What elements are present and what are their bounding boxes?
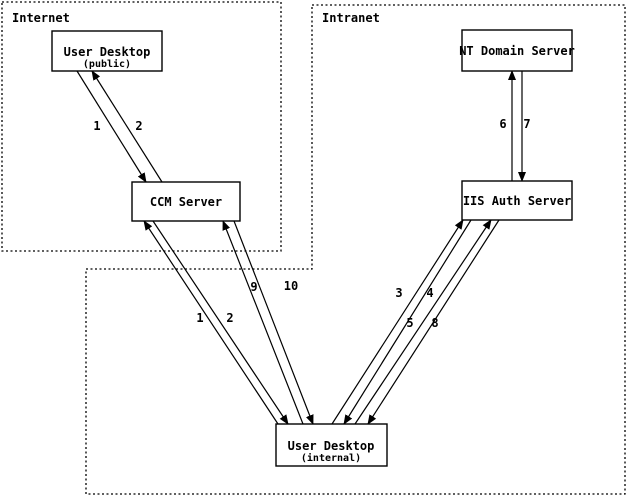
node-box-user-desktop-public	[51, 30, 163, 72]
node-box-user-desktop-internal	[275, 423, 388, 467]
edge-label-3: 3	[395, 286, 402, 300]
edge-1-user-desktop-public-to-ccm-server	[76, 70, 147, 183]
node-title-iis-auth-server: IIS Auth Server	[463, 194, 571, 208]
edge-label-10: 10	[284, 279, 298, 293]
edge-label-2-public: 2	[135, 119, 142, 133]
node-title-user-desktop-public: User Desktop	[64, 45, 151, 59]
edge-10-ccm-server-to-user-desktop-internal	[233, 220, 314, 425]
edge-9-user-desktop-internal-to-ccm-server	[222, 220, 304, 425]
node-box-iis-auth-server	[461, 180, 573, 221]
node-title-nt-domain-server: NT Domain Server	[459, 44, 575, 58]
node-subtitle-user-desktop-internal: (internal)	[301, 452, 361, 464]
zone-intranet-label: Intranet	[322, 11, 380, 25]
edge-label-2-internal: 2	[226, 311, 233, 325]
edge-label-9: 9	[250, 280, 257, 294]
node-user-desktop-internal: User Desktop (internal)	[275, 423, 388, 467]
edge-label-1-public: 1	[93, 119, 100, 133]
edge-label-7: 7	[523, 117, 530, 131]
edge-2-ccm-server-to-user-desktop-internal	[152, 220, 289, 425]
edge-label-5: 5	[406, 316, 413, 330]
node-title-ccm-server: CCM Server	[150, 195, 222, 209]
node-user-desktop-public: User Desktop (public)	[51, 30, 163, 72]
edge-8-iis-auth-server-to-user-desktop-internal	[367, 219, 500, 425]
edge-1-user-desktop-internal-to-ccm-server	[143, 220, 279, 425]
node-box-ccm-server	[131, 181, 241, 222]
node-title-user-desktop-internal: User Desktop	[288, 439, 375, 453]
edge-3-user-desktop-internal-to-iis-auth-server	[331, 219, 464, 425]
zone-internet-label: Internet	[12, 11, 70, 25]
edge-label-4: 4	[426, 286, 433, 300]
edge-label-1-internal: 1	[196, 311, 203, 325]
edge-4-iis-auth-server-to-user-desktop-internal	[343, 219, 472, 425]
node-nt-domain-server: NT Domain Server	[459, 29, 575, 72]
zone-internet-border	[1, 1, 282, 252]
edge-label-8: 8	[431, 316, 438, 330]
edge-label-6: 6	[499, 117, 506, 131]
edge-5-user-desktop-internal-to-iis-auth-server	[354, 219, 492, 425]
node-subtitle-user-desktop-public: (public)	[83, 58, 131, 70]
node-box-nt-domain-server	[461, 29, 573, 72]
zone-intranet-border	[85, 4, 626, 495]
node-ccm-server: CCM Server	[131, 181, 241, 222]
edge-2-ccm-server-to-user-desktop-public	[91, 70, 163, 183]
node-iis-auth-server: IIS Auth Server	[461, 180, 573, 221]
